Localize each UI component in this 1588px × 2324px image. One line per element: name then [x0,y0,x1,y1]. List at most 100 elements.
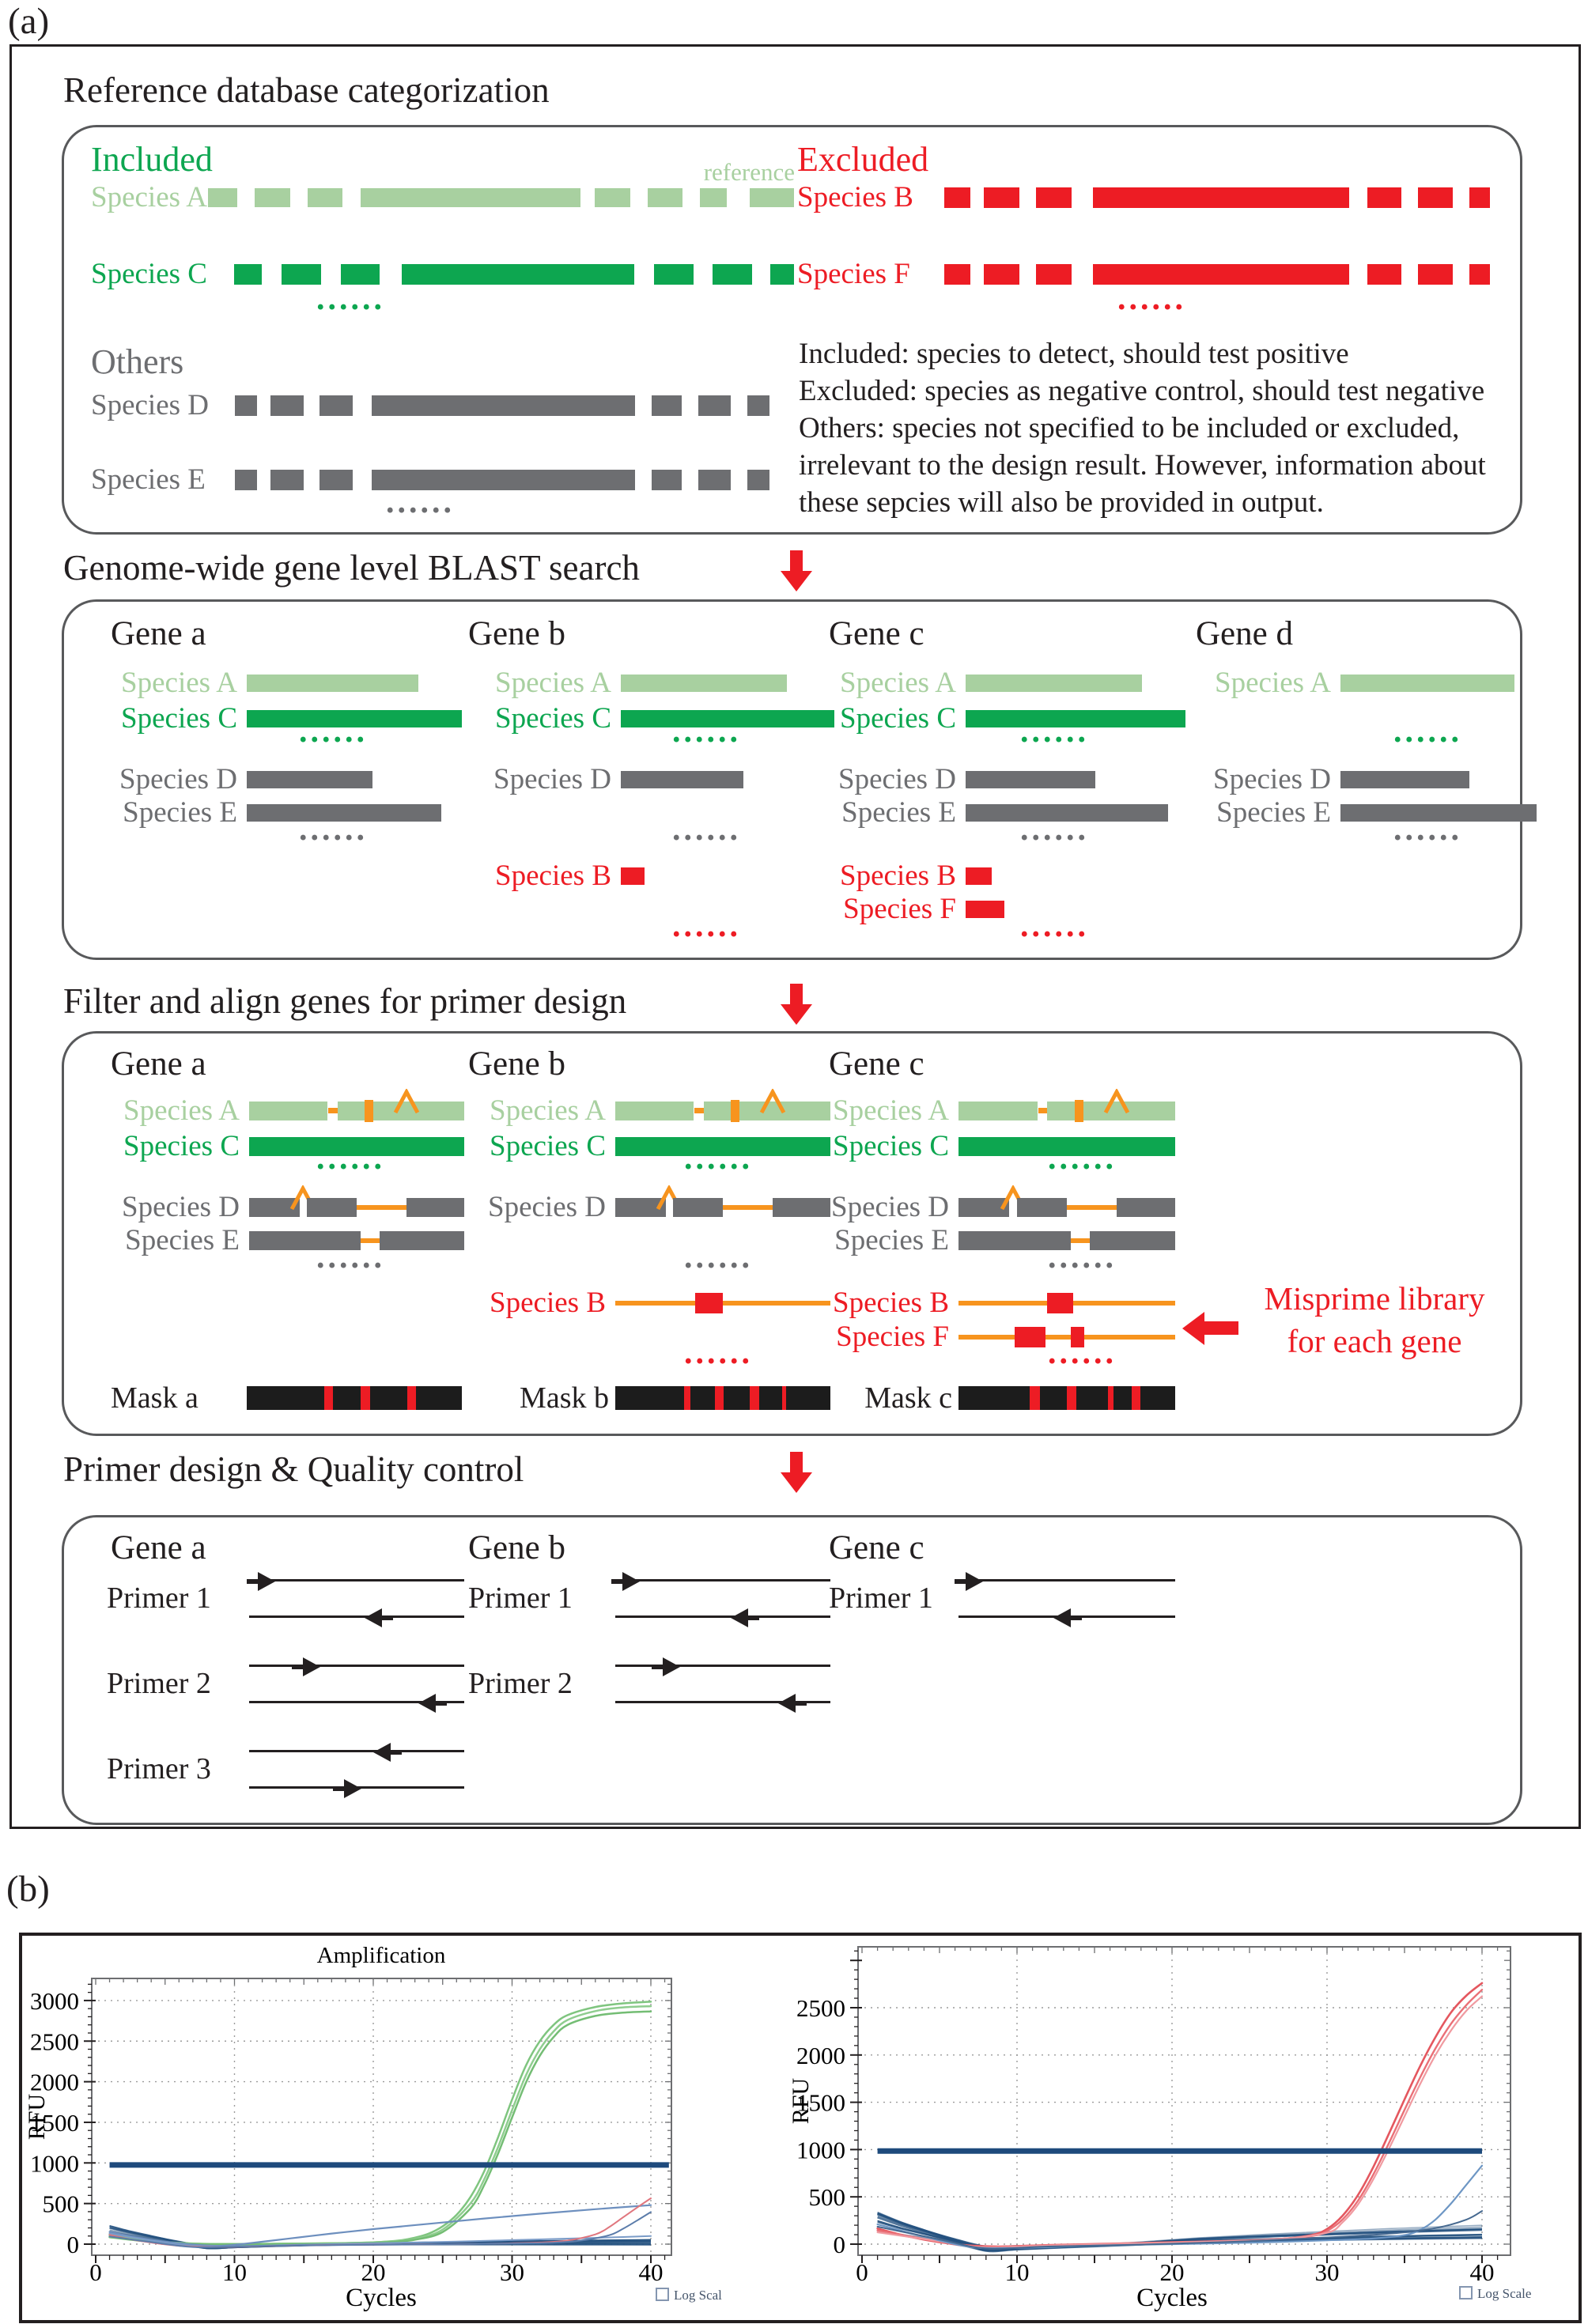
genome-bar-segment [402,264,635,285]
note-line: Included: species to detect, should test… [799,338,1349,370]
gene-hit-bar [1340,771,1469,788]
x-tick-label: 30 [500,2258,524,2286]
genome-bar-segment [319,395,353,416]
gene-hit-bar [966,710,1185,727]
aligned-bar [673,1198,723,1217]
variant-caret-icon [1103,1087,1130,1114]
primer-left-arrow-icon [372,1742,403,1763]
species-label-E: Species E [1216,796,1331,829]
primer-left-arrow-icon [729,1608,760,1628]
mismatch-dash [328,1108,338,1113]
aligned-bar [739,1102,830,1120]
genome-bar-segment [372,470,635,490]
species-label-D: Species D [119,763,237,795]
mask-bar [247,1386,462,1410]
aligned-bar [615,1137,830,1156]
template-strand-bottom [615,1701,830,1703]
mask-misprime-stripe [323,1386,333,1410]
genome-bar-segment [1093,187,1349,208]
aligned-bar [1016,1198,1067,1217]
ellipsis: ...... [299,811,368,848]
template-strand-bottom [615,1615,830,1618]
x-tick-label: 0 [89,2258,102,2286]
misprime-block [1071,1327,1084,1347]
aligned-bar [307,1198,357,1217]
note-line: Excluded: species as negative control, s… [799,375,1485,407]
primer-right-arrow-icon [611,1571,641,1592]
gene-header: Gene c [829,1045,924,1083]
template-strand-bottom [249,1701,464,1703]
mismatch-block [1074,1100,1084,1122]
gene-header: Gene b [468,1045,565,1083]
panel-a-label: (a) [8,1,50,42]
note-line: these sepcies will also be provided in o… [799,486,1324,519]
template-strand-top [615,1579,830,1581]
genome-bar-segment [654,264,694,285]
genome-bar-segment [1035,264,1072,285]
genome-bar-segment [1367,187,1402,208]
gene-hit-bar [1340,804,1537,822]
genome-bar-segment [1469,264,1490,285]
species-label-E: Species E [91,463,206,496]
x-tick-label: 10 [222,2258,247,2286]
genome-bar-segment [700,188,727,207]
gene-hit-bar [247,710,462,727]
species-label-B: Species B [495,860,611,892]
y-tick-label: 3000 [30,1987,79,2015]
genome-bar-segment [234,264,263,285]
mask-misprime-stripe [715,1386,724,1410]
aligned-bar [1089,1231,1175,1250]
series-excluded-red-3 [876,1995,1484,2249]
mask-misprime-stripe [406,1386,416,1410]
series-baseline-ramp [108,2204,652,2247]
genome-bar-segment [208,188,238,207]
x-tick-label: 20 [361,2258,386,2286]
genome-bar-segment [282,264,321,285]
species-label-A: Species A [490,1094,606,1127]
species-label-E: Species E [123,796,237,829]
aligned-bar [379,1231,464,1250]
template-strand-bottom [249,1615,464,1618]
species-label-F: Species F [836,1321,949,1353]
panel-b-label: (b) [6,1869,50,1910]
mask-label: Mask c [864,1381,952,1415]
aligned-bar [373,1102,464,1120]
ellipsis: ...... [1020,908,1089,944]
species-label-D: Species D [493,763,611,795]
species-label-C: Species C [840,702,956,735]
section-title-blast-search: Genome-wide gene level BLAST search [63,548,640,588]
mismatch-dash [694,1108,704,1113]
species-label-B: Species B [490,1287,606,1319]
gene-hit-bar [247,804,441,822]
mask-misprime-stripe [684,1386,691,1410]
x-tick-label: 0 [856,2258,868,2286]
gene-hit-bar [966,867,992,885]
ellipsis: ...... [1048,1140,1117,1177]
primer-left-arrow-icon [1052,1608,1082,1628]
chart-title: Amplification [317,1943,446,1968]
species-label-B: Species B [840,860,956,892]
template-strand-top [249,1750,464,1752]
genome-bar-segment [944,187,971,208]
mask-misprime-stripe [1030,1386,1040,1410]
section-title-filter-align: Filter and align genes for primer design [63,981,627,1021]
ellipsis: ...... [316,1140,385,1177]
genome-bar-segment [1367,264,1402,285]
aligned-bar [615,1102,694,1120]
ellipsis: ...... [684,1239,753,1275]
genome-bar-segment [750,188,794,207]
gene-header: Gene a [111,615,206,652]
mismatch-dash [1038,1108,1048,1113]
gene-hit-bar [966,771,1095,788]
log-scale-checkbox[interactable] [1459,2286,1473,2299]
primer-right-arrow-icon [292,1657,322,1677]
genome-bar-segment [984,264,1020,285]
gene-header: Gene a [111,1529,206,1566]
aligned-bar [958,1102,1038,1120]
gene-hit-bar [621,675,787,692]
ellipsis: ...... [672,908,741,944]
genome-bar-segment [360,188,580,207]
ellipsis: ...... [1117,281,1186,317]
log-scale-checkbox[interactable] [656,2288,669,2301]
